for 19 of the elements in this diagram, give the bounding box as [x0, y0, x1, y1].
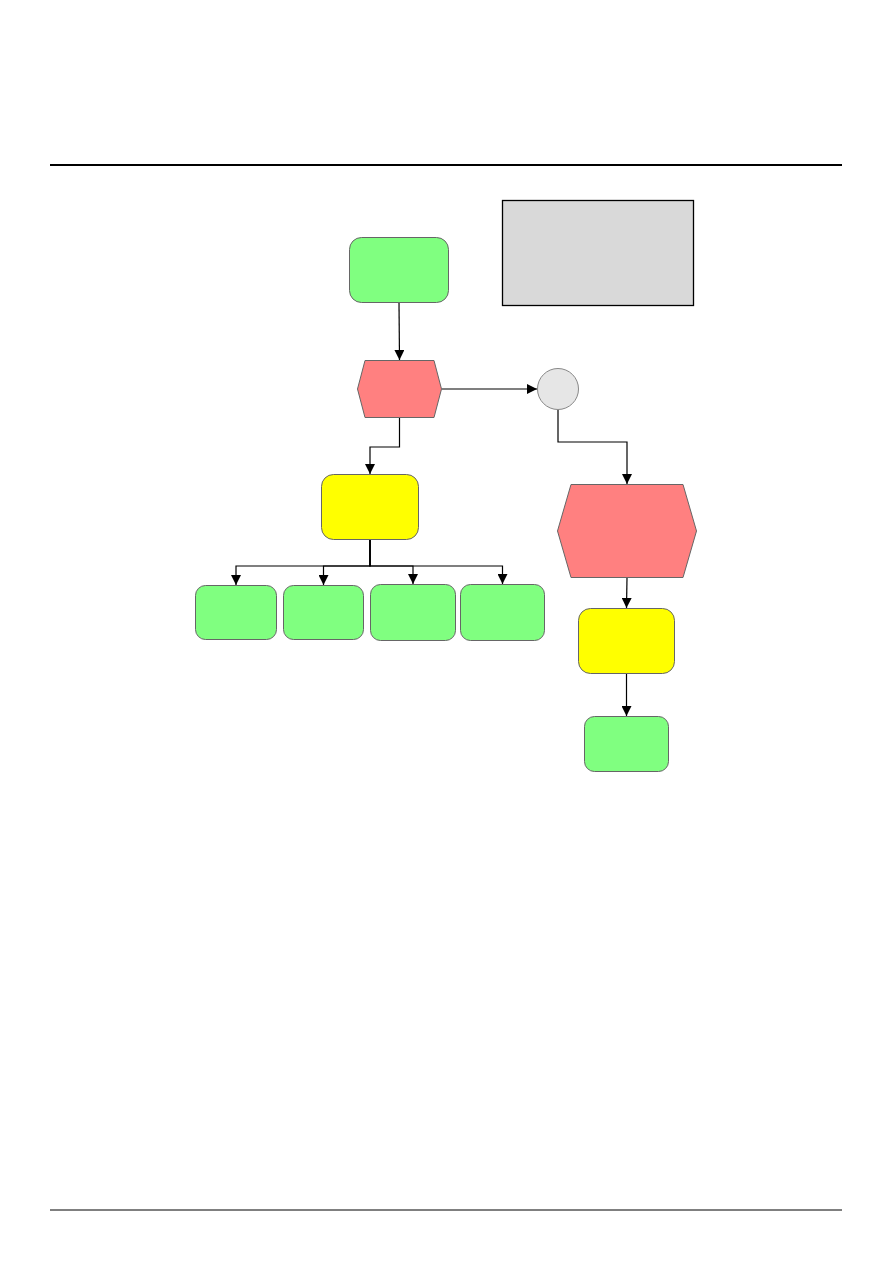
rounded-box — [578, 608, 675, 674]
rounded-box — [195, 585, 277, 640]
arrow — [369, 539, 508, 585]
arrow — [441, 384, 538, 394]
rounded-box — [321, 474, 419, 540]
rounded-box — [349, 237, 449, 303]
hexagon-shape — [557, 484, 697, 578]
rounded-box — [283, 585, 364, 640]
arrow — [394, 302, 405, 361]
circle-shape — [537, 368, 579, 410]
hexagon-shape — [357, 360, 442, 418]
rounded-box — [460, 584, 545, 641]
arrow — [621, 577, 632, 609]
rounded-box — [370, 584, 456, 641]
rounded-box — [584, 716, 669, 772]
arrow — [621, 673, 632, 717]
arrow — [365, 417, 401, 475]
arrow — [557, 409, 632, 485]
note-box — [502, 200, 694, 306]
